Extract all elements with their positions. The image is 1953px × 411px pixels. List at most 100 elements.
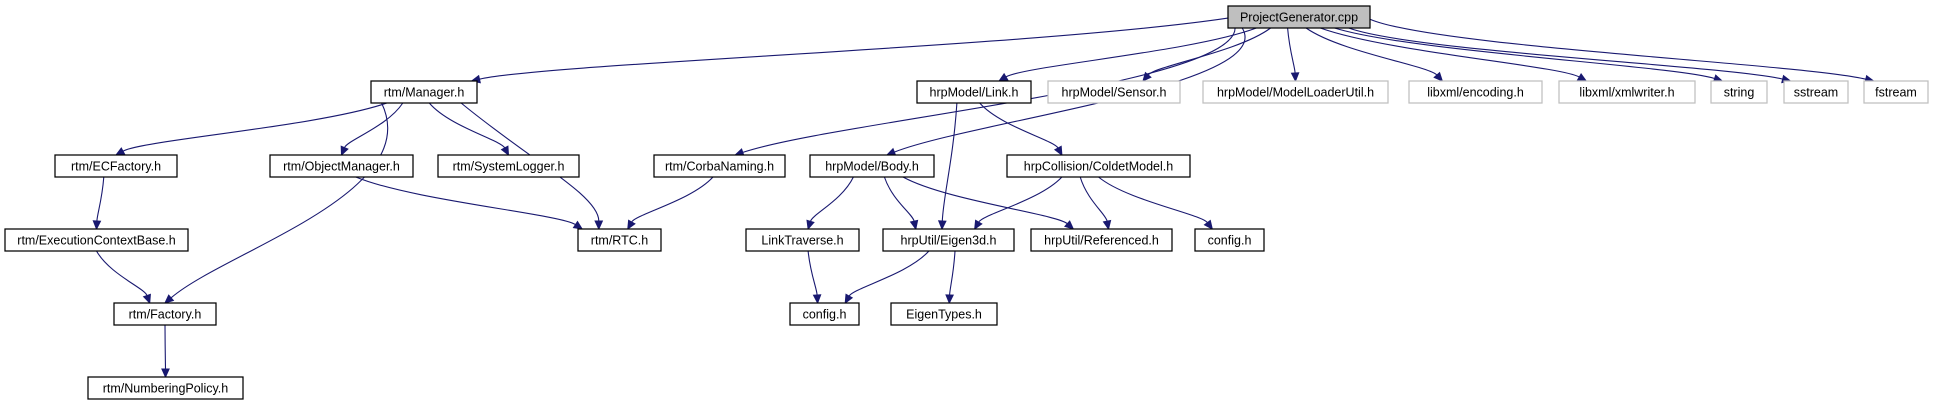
edge-arrowhead [1064,220,1075,230]
edge-line [170,102,389,299]
node-xmlw: libxml/xmlwriter.h [1558,80,1696,104]
node-label: rtm/NumberingPolicy.h [103,382,229,396]
node-box [1227,5,1371,29]
edge-line [807,250,818,296]
edge-line [941,102,958,222]
node-ref[interactable]: hrpUtil/Referenced.h [1030,228,1173,252]
edge-pg-to-sensor [1142,27,1271,82]
edge-line [1369,18,1866,80]
node-etypes[interactable]: EigenTypes.h [890,302,998,326]
edge-arrowhead [844,293,854,305]
node-label: rtm/Factory.h [129,308,202,322]
edge-pg-to-link [998,27,1257,82]
edge-arrowhead [92,220,102,231]
node-label: string [1724,86,1755,100]
node-link[interactable]: hrpModel/Link.h [916,80,1032,104]
node-eigen3d[interactable]: hrpUtil/Eigen3d.h [882,228,1015,252]
node-box [882,228,1015,252]
edge-line [164,324,167,370]
edge-line [809,176,854,222]
node-syslog[interactable]: rtm/SystemLogger.h [437,154,580,178]
node-ecf[interactable]: rtm/ECFactory.h [54,154,178,178]
edge-arrowhead [142,293,151,305]
edge-pg-to-fstream [1369,18,1875,84]
node-label: fstream [1875,86,1917,100]
node-sstream: sstream [1783,80,1849,104]
node-rtc[interactable]: rtm/RTC.h [577,228,662,252]
node-numpol[interactable]: rtm/NumberingPolicy.h [87,376,244,400]
edge-line [1287,27,1296,74]
node-coldet[interactable]: hrpCollision/ColdetModel.h [1006,154,1191,178]
edge-line [428,102,506,149]
edge-line [96,250,148,296]
edge-ltrav-to-config2 [807,250,822,305]
edge-arrowhead [572,220,584,230]
node-box [809,154,935,178]
node-fstream: fstream [1863,80,1929,104]
node-config1[interactable]: config.h [1194,228,1265,252]
node-box [653,154,786,178]
node-box [890,302,998,326]
edge-arrowhead [1053,145,1063,157]
node-objm[interactable]: rtm/ObjectManager.h [269,154,414,178]
node-sensor: hrpModel/Sensor.h [1047,80,1181,104]
edge-eigen3d-to-config2 [844,250,930,305]
node-factory[interactable]: rtm/Factory.h [113,302,217,326]
edge-line [1098,176,1208,224]
edge-line [848,250,930,297]
node-label: rtm/ObjectManager.h [283,160,400,174]
edge-line [902,176,1068,225]
node-box [1006,154,1191,178]
edge-arrowhead [998,72,1009,82]
node-box [1710,80,1768,104]
node-enc: libxml/encoding.h [1408,80,1543,104]
node-manager[interactable]: rtm/Manager.h [370,80,478,104]
edge-arrowhead [1203,219,1214,230]
node-label: hrpCollision/ColdetModel.h [1024,160,1173,174]
edge-arrowhead [114,147,126,156]
edge-line [978,176,1063,223]
edge-body-to-eigen3d [883,176,919,231]
node-box [1194,228,1265,252]
edge-pg-to-enc [1305,27,1444,82]
edge-line [883,176,915,222]
node-label: hrpModel/Sensor.h [1062,86,1167,100]
node-ecb[interactable]: rtm/ExecutionContextBase.h [4,228,189,252]
node-body[interactable]: hrpModel/Body.h [809,154,935,178]
node-box [1783,80,1849,104]
edge-line [355,176,576,226]
node-ltrav[interactable]: LinkTraverse.h [745,228,860,252]
node-pg: ProjectGenerator.cpp [1227,5,1371,29]
edge-arrowhead [500,145,510,157]
edge-arrowhead [812,294,822,305]
node-corba[interactable]: rtm/CorbaNaming.h [653,154,786,178]
node-label: libxml/xmlwriter.h [1579,86,1674,100]
edge-line [949,250,956,296]
node-box [1408,80,1543,104]
node-label: rtm/Manager.h [384,86,465,100]
edge-link-to-coldet [979,102,1063,157]
nodes-layer: ProjectGenerator.cpp rtm/Manager.h rtm/Cor… [4,5,1929,400]
edge-ecf-to-ecb [92,176,105,231]
node-box [789,302,860,326]
node-mlu: hrpModel/ModelLoaderUtil.h [1202,80,1389,104]
node-label: hrpModel/Link.h [930,86,1019,100]
edge-line [1320,27,1580,78]
edge-arrowhead [594,220,604,231]
edge-arrowhead [1433,71,1444,82]
node-box [269,154,414,178]
node-config2[interactable]: config.h [789,302,860,326]
edge-pg-to-string [1334,27,1724,83]
edge-manager-to-factory [164,102,389,304]
node-string: string [1710,80,1768,104]
node-label: ProjectGenerator.cpp [1240,11,1358,25]
edge-arrowhead [937,220,947,231]
edge-manager-to-objm [340,102,404,157]
edge-pg-to-manager [470,17,1229,84]
node-box [4,228,189,252]
edge-manager-to-syslog [428,102,510,157]
node-label: rtm/RTC.h [591,234,648,248]
edge-line [1079,176,1108,222]
node-box [1558,80,1696,104]
edge-line [479,17,1229,80]
